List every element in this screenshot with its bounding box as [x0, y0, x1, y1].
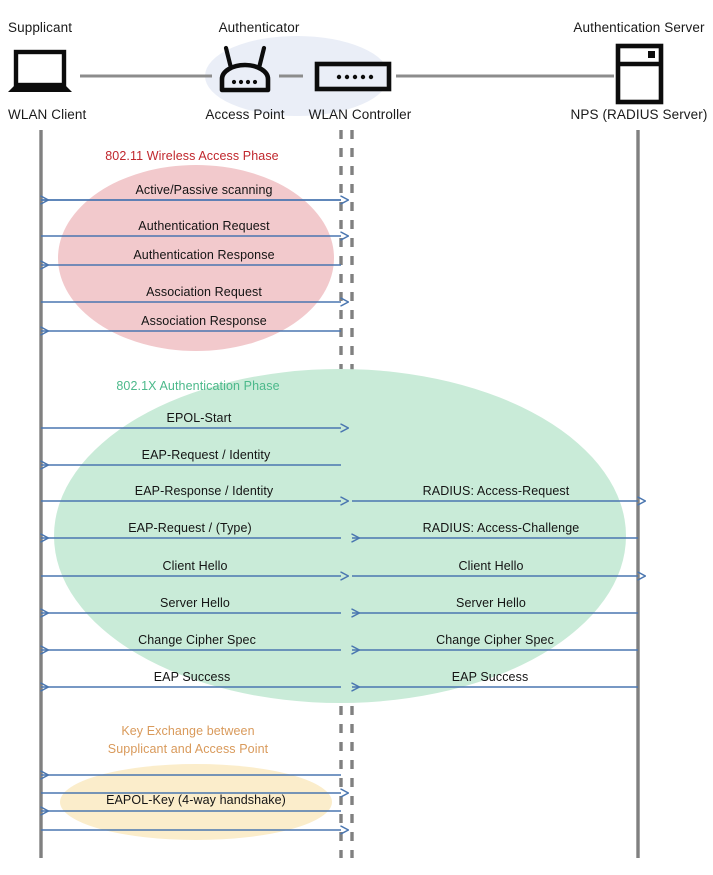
msg-authentication-response: Authentication Response [133, 248, 275, 262]
phase-802-11-ellipse [58, 165, 334, 351]
laptop-icon [8, 49, 72, 92]
msg-server-hello-left: Server Hello [160, 596, 230, 610]
msg-server-hello-right: Server Hello [456, 596, 526, 610]
msg-association-response: Association Response [141, 314, 267, 328]
phase-802-1x-ellipse [54, 369, 626, 703]
msg-client-hello-right: Client Hello [458, 559, 524, 573]
msg-eap-success-right: EAP Success [451, 670, 529, 684]
phase-802-1x-arrows [41, 428, 638, 687]
phase-802-11-arrows [41, 200, 341, 331]
access-point-icon [219, 45, 271, 93]
msg-change-cipher-spec-right: Change Cipher Spec [436, 633, 554, 647]
actor-role-authenticator: Authenticator [218, 20, 300, 35]
actor-device-access-point: Access Point [205, 107, 285, 122]
msg-eapol-key-4-way-handshake: EAPOL-Key (4-way handshake) [106, 793, 286, 807]
phase-key-exchange-ellipse [60, 764, 332, 840]
actor-device-nps-radius-server: NPS (RADIUS Server) [570, 107, 708, 122]
msg-client-hello-left: Client Hello [162, 559, 228, 573]
wlan-controller-icon [314, 61, 392, 92]
msg-radius-access-challenge: RADIUS: Access-Challenge [422, 521, 580, 535]
server-icon [615, 43, 664, 105]
actor-role-authentication-server: Authentication Server [573, 20, 705, 35]
msg-epol-start: EPOL-Start [166, 411, 232, 425]
actor-device-wlan-client: WLAN Client [8, 107, 87, 122]
actor-role-supplicant: Supplicant [8, 20, 73, 35]
phase-title-key-exchange: Key Exchange between Supplicant and Acce… [108, 722, 268, 758]
phase-title-802-11: 802.11 Wireless Access Phase [105, 149, 279, 163]
msg-eap-request-type: EAP-Request / (Type) [128, 521, 252, 535]
msg-active-passive-scanning: Active/Passive scanning [135, 183, 273, 197]
msg-radius-access-request: RADIUS: Access-Request [422, 484, 570, 498]
phase-title-802-1x: 802.1X Authentication Phase [116, 379, 280, 393]
msg-association-request: Association Request [146, 285, 262, 299]
phase-title-key-exchange-line2: Supplicant and Access Point [107, 742, 269, 757]
phase-key-exchange-arrows [41, 775, 341, 830]
msg-eap-response-identity: EAP-Response / Identity [134, 484, 274, 498]
msg-eap-success-left: EAP Success [153, 670, 231, 684]
msg-eap-request-identity: EAP-Request / Identity [141, 448, 271, 462]
msg-authentication-request: Authentication Request [138, 219, 270, 233]
msg-change-cipher-spec-left: Change Cipher Spec [138, 633, 256, 647]
phase-title-key-exchange-line1: Key Exchange between [121, 724, 255, 738]
actor-device-wlan-controller: WLAN Controller [308, 107, 412, 122]
